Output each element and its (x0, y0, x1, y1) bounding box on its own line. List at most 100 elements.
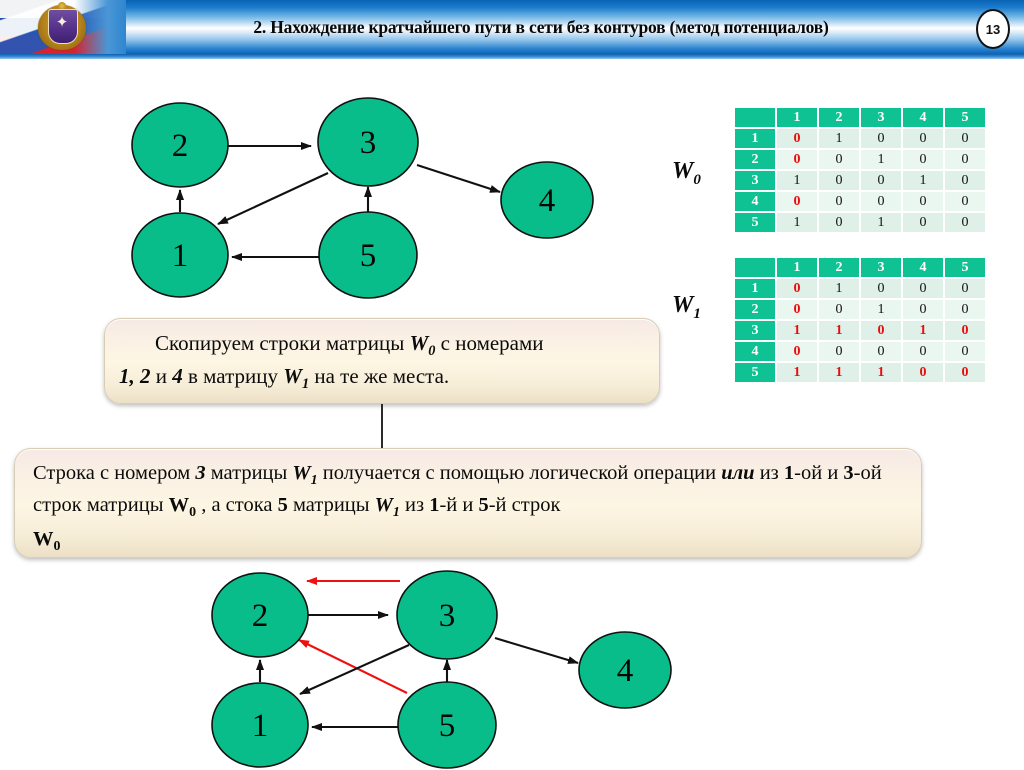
col-header: 2 (819, 108, 859, 127)
graph-node-4 (500, 161, 594, 239)
header-divider (0, 54, 1024, 59)
matrix-cell: 0 (861, 342, 901, 361)
callout-connector-line (381, 404, 383, 450)
callout-text: получается с помощью логической операции (317, 462, 722, 484)
row-header: 4 (735, 192, 775, 211)
graph-node-3 (317, 97, 419, 187)
w1-symbol: W1 (292, 462, 318, 489)
row-number: 5 (478, 493, 489, 516)
node-label: 4 (539, 183, 556, 219)
row-numbers: 1, 2 (119, 363, 151, 388)
matrix-row: 4 0 0 0 0 0 (735, 342, 985, 361)
row-number: 5 (277, 493, 288, 516)
matrix-cell: 0 (861, 279, 901, 298)
callout-text: матрицы (205, 462, 293, 484)
row-header: 3 (735, 171, 775, 190)
matrix-corner (735, 108, 775, 127)
matrix-cell: 0 (819, 213, 859, 232)
matrix-label-w1: W1 (672, 292, 701, 322)
page-title: 2. Нахождение кратчайшего пути в сети бе… (253, 16, 829, 37)
matrix-cell: 0 (903, 192, 943, 211)
matrix-cell: 0 (903, 129, 943, 148)
matrix-cell: 1 (819, 279, 859, 298)
matrix-cell: 0 (903, 279, 943, 298)
page-number-badge: 13 (976, 9, 1010, 49)
matrix-cell: 1 (777, 321, 817, 340)
matrix-cell: 0 (903, 213, 943, 232)
matrix-cell: 1 (861, 213, 901, 232)
matrix-cell: 0 (945, 129, 985, 148)
matrix-cell: 1 (777, 213, 817, 232)
col-header: 3 (861, 258, 901, 277)
matrix-header-row: 1 2 3 4 5 (735, 258, 985, 277)
node-label: 2 (172, 128, 189, 164)
matrix-cell: 0 (945, 192, 985, 211)
matrix-row: 5 1 0 1 0 0 (735, 213, 985, 232)
callout-text: , а стока (196, 493, 278, 516)
matrix-cell: 0 (903, 300, 943, 319)
matrix-w0: 1 2 3 4 5 1 0 1 0 0 0 2 0 0 1 0 0 3 1 0 … (733, 106, 987, 234)
matrix-cell: 1 (777, 363, 817, 382)
matrix-w1: 1 2 3 4 5 1 0 1 0 0 0 2 0 0 1 0 0 3 1 1 … (733, 256, 987, 384)
callout-text: Скопируем строки матрицы (155, 331, 410, 355)
matrix-cell: 0 (777, 342, 817, 361)
edge-5-2-red (298, 639, 408, 694)
graph-node-1 (131, 212, 229, 298)
network-graph-w1: 2 3 4 1 5 (211, 570, 672, 769)
matrix-row: 2 0 0 1 0 0 (735, 300, 985, 319)
col-header: 1 (777, 258, 817, 277)
matrix-cell: 0 (945, 150, 985, 169)
matrix-cell: 0 (945, 363, 985, 382)
node-label: 5 (439, 708, 456, 744)
matrix-cell: 0 (945, 300, 985, 319)
row-number: 3 (843, 462, 854, 484)
row-header: 1 (735, 279, 775, 298)
callout-text: в матрицу (182, 363, 284, 388)
matrix-cell: 0 (777, 192, 817, 211)
matrix-row: 5 1 1 1 0 0 (735, 363, 985, 382)
w0-symbol: W0 (33, 527, 61, 554)
callout-text: из (754, 462, 784, 484)
callout-line-1: Скопируем строки матрицы W0 с номерами (119, 329, 645, 362)
matrix-row: 1 0 1 0 0 0 (735, 129, 985, 148)
matrix-cell: 0 (945, 213, 985, 232)
callout-text: Строка с номером (33, 462, 196, 484)
callout-text: -й и (439, 493, 479, 516)
node-label: 5 (360, 238, 377, 274)
callout-text: на те же места. (309, 363, 450, 388)
matrix-cell: 0 (861, 321, 901, 340)
matrix-row: 3 1 1 0 1 0 (735, 321, 985, 340)
callout-text: и (150, 363, 173, 388)
matrix-row: 1 0 1 0 0 0 (735, 279, 985, 298)
edge-3-4 (494, 636, 579, 665)
row-header: 4 (735, 342, 775, 361)
row-header: 2 (735, 150, 775, 169)
col-header: 5 (945, 108, 985, 127)
callout-text: с номерами (435, 331, 544, 355)
matrix-cell: 1 (819, 363, 859, 382)
row-number: 4 (172, 363, 183, 388)
row-number: 1 (429, 493, 440, 516)
matrix-row: 3 1 0 0 1 0 (735, 171, 985, 190)
matrix-cell: 0 (777, 150, 817, 169)
matrix-cell: 1 (777, 171, 817, 190)
node-label: 2 (252, 598, 269, 634)
graph-node-2 (211, 572, 309, 658)
matrix-cell: 0 (777, 279, 817, 298)
edge-3-1 (299, 644, 410, 695)
w0-symbol: W0 (168, 493, 197, 520)
edge-3-1 (217, 172, 329, 225)
matrix-cell: 1 (861, 363, 901, 382)
row-header: 2 (735, 300, 775, 319)
russian-flag: ✦ (0, 0, 126, 54)
row-number: 3 (195, 462, 206, 484)
matrix-cell: 0 (903, 363, 943, 382)
matrix-cell: 0 (903, 150, 943, 169)
callout-text: -ой и (794, 462, 844, 484)
graph-node-4 (578, 631, 672, 709)
node-label: 3 (439, 598, 456, 634)
matrix-cell: 0 (819, 150, 859, 169)
col-header: 5 (945, 258, 985, 277)
graph-node-2 (131, 102, 229, 188)
matrix-cell: 1 (861, 150, 901, 169)
